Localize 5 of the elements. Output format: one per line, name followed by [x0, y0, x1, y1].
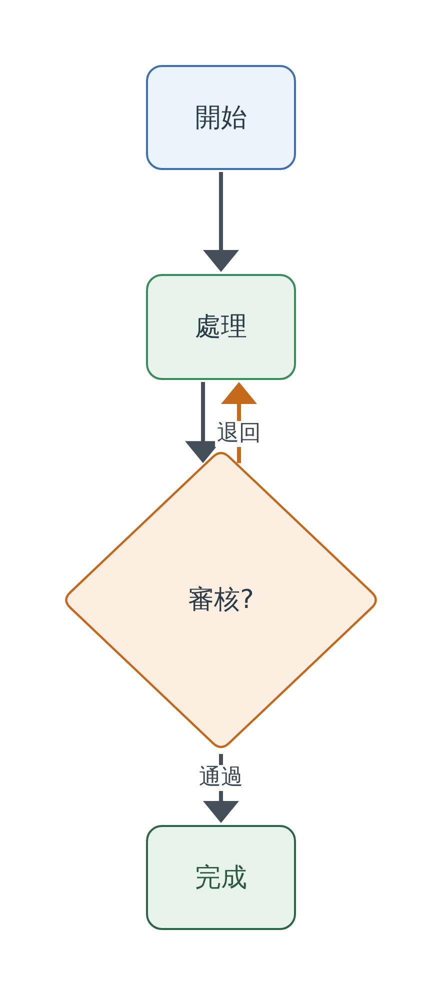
- end-box: 完成: [146, 825, 296, 930]
- start-box: 開始: [146, 65, 296, 170]
- arrow: [203, 172, 239, 272]
- process-box: 處理: [146, 274, 296, 380]
- edge-label: 通過: [197, 764, 245, 790]
